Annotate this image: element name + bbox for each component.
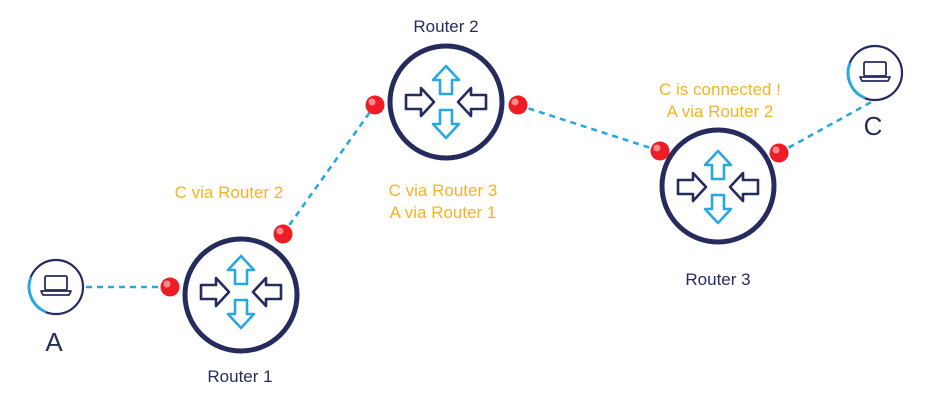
routing-notes: C via Router 2 C via Router 3 A via Rout… — [175, 80, 781, 222]
router-label-2: Router 2 — [413, 17, 478, 36]
port-router2-west — [365, 95, 385, 115]
router3-note-line-2: A via Router 2 — [667, 102, 774, 121]
router2-note-line-1: C via Router 3 — [389, 181, 498, 200]
port-router3-west — [650, 141, 670, 161]
router-label-3: Router 3 — [685, 270, 750, 289]
router-label-1: Router 1 — [207, 367, 272, 386]
host-a: A — [27, 258, 85, 357]
router3-note-line-1: C is connected ! — [659, 80, 781, 99]
host-label-c: C — [864, 111, 883, 141]
router-2: Router 2 — [387, 17, 505, 161]
port-router2-east — [508, 95, 528, 115]
router2-note-line-2: A via Router 1 — [390, 203, 497, 222]
ports — [160, 95, 789, 297]
router-1: Router 1 — [182, 236, 300, 386]
port-router1-west — [160, 277, 180, 297]
links — [86, 98, 876, 289]
laptop-icon — [40, 275, 72, 296]
host-label-a: A — [45, 327, 63, 357]
port-router3-east — [769, 143, 789, 163]
host-c: C — [846, 44, 904, 141]
link-router1-router2 — [281, 104, 377, 235]
link-router2-router3 — [517, 103, 661, 153]
laptop-icon — [859, 61, 891, 82]
router1-note-line-1: C via Router 2 — [175, 183, 284, 202]
port-router1-ne — [273, 224, 293, 244]
link-router3-c — [778, 98, 876, 155]
router-3: Router 3 — [659, 127, 777, 289]
